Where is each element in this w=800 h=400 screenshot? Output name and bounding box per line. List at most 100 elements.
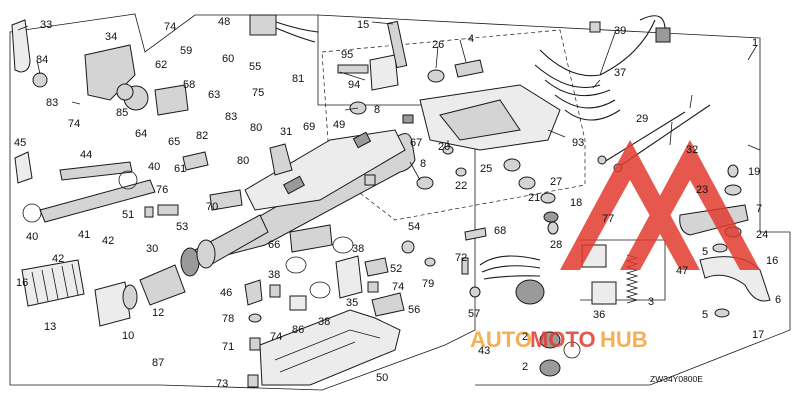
bolt-74c — [269, 284, 281, 298]
tiller-handle-assembly — [21, 129, 416, 327]
bolt-71 — [249, 337, 261, 351]
collar-30 — [144, 206, 154, 218]
watermark-text-moto: MOTO — [530, 327, 596, 352]
callout-13: 13 — [44, 321, 56, 333]
callout-30: 30 — [146, 243, 158, 255]
throttle-bushing-2 — [196, 239, 216, 269]
callout-81: 81 — [292, 73, 304, 85]
callout-70: 70 — [206, 201, 218, 213]
clip-46 — [244, 279, 263, 306]
cylinder-36 — [591, 281, 617, 305]
callout-29: 29 — [636, 113, 648, 125]
callout-58: 58 — [183, 79, 195, 91]
callout-15: 15 — [357, 19, 369, 31]
clip-40a — [22, 203, 42, 223]
callout-16: 16 — [16, 277, 28, 289]
connector-37 — [655, 27, 671, 43]
callout-42: 42 — [102, 235, 114, 247]
rubber-35 — [335, 255, 363, 299]
callout-59: 59 — [180, 45, 192, 57]
washer-79 — [424, 257, 436, 267]
callout-41: 41 — [78, 229, 90, 241]
callout-83: 83 — [225, 111, 237, 123]
throttle-bushing — [180, 247, 200, 277]
callout-76: 76 — [156, 184, 168, 196]
sleeve-86 — [289, 295, 307, 311]
callout-16b: 16 — [766, 255, 778, 267]
callout-74d: 74 — [392, 281, 404, 293]
lever-44 — [59, 161, 133, 181]
stop-switch-parts — [539, 331, 581, 377]
callout-94: 94 — [348, 79, 360, 91]
callout-60: 60 — [222, 53, 234, 65]
nut-22 — [455, 167, 467, 177]
callout-84: 84 — [36, 54, 48, 66]
clamp-38c — [309, 281, 331, 299]
switch-knob-2a — [539, 331, 561, 349]
left-small-parts — [11, 19, 293, 223]
washer-5a — [712, 243, 728, 253]
bolt-95 — [337, 64, 369, 74]
stop-switch-body — [515, 279, 545, 305]
bush-49 — [364, 174, 376, 186]
watermark-text-hub: HUB — [600, 327, 648, 352]
harness-37-wires — [534, 19, 656, 121]
callout-54: 54 — [408, 221, 420, 233]
callout-53: 53 — [176, 221, 188, 233]
grip-ridges — [31, 263, 79, 304]
callout-75: 75 — [252, 87, 264, 99]
callout-2: 2 — [522, 331, 528, 343]
bolt-72 — [461, 257, 469, 275]
cable-29 — [603, 111, 686, 163]
callout-21: 21 — [528, 192, 540, 204]
callout-42b: 42 — [52, 253, 64, 265]
callout-47: 47 — [676, 265, 688, 277]
throttle-friction-group — [547, 221, 639, 305]
callout-51: 51 — [122, 209, 134, 221]
callout-10: 10 — [122, 330, 134, 342]
callout-36: 36 — [593, 309, 605, 321]
washer-5b — [714, 308, 730, 318]
clip-68 — [464, 227, 487, 241]
callout-labels: 1 2 2 3 4 5 5 6 7 8 8 10 12 13 15 16 16 … — [14, 16, 781, 390]
watermark-triangle-left — [560, 140, 700, 270]
callout-50: 50 — [376, 372, 388, 384]
washer-23 — [724, 184, 742, 196]
callout-48: 48 — [218, 16, 230, 28]
callout-69: 69 — [303, 121, 315, 133]
callout-31: 31 — [280, 126, 292, 138]
nut-19 — [727, 164, 739, 178]
friction-lever-6 — [699, 256, 771, 302]
callout-56: 56 — [408, 304, 420, 316]
nut-54 — [401, 240, 415, 254]
clip-67 — [402, 114, 414, 124]
callout-68: 68 — [494, 225, 506, 237]
callout-17: 17 — [752, 329, 764, 341]
callout-27: 27 — [550, 176, 562, 188]
callout-37: 37 — [614, 67, 626, 79]
watermark-text-auto: AUTO — [470, 327, 532, 352]
callout-77: 77 — [602, 213, 614, 225]
callout-72: 72 — [455, 252, 467, 264]
callout-6: 6 — [775, 294, 781, 306]
callout-5: 5 — [702, 246, 708, 258]
callout-25: 25 — [480, 163, 492, 175]
callout-2b: 2 — [522, 361, 528, 373]
plate-65 — [154, 84, 189, 116]
callout-73: 73 — [216, 378, 228, 390]
callout-83b: 83 — [46, 97, 58, 109]
callout-4: 4 — [468, 33, 474, 45]
callout-45: 45 — [14, 137, 26, 149]
link-41 — [39, 179, 156, 223]
washer-21 — [540, 192, 556, 204]
callout-62: 62 — [155, 59, 167, 71]
switch-connector-48 — [249, 14, 277, 36]
lower-cover-50 — [259, 309, 401, 386]
collar-8b — [416, 176, 434, 190]
callout-38b: 38 — [268, 269, 280, 281]
switch-wires-43 — [479, 255, 541, 280]
callout-71: 71 — [222, 341, 234, 353]
group-47-bracket — [580, 239, 666, 301]
callout-61: 61 — [174, 163, 186, 175]
damper-56 — [371, 292, 405, 317]
